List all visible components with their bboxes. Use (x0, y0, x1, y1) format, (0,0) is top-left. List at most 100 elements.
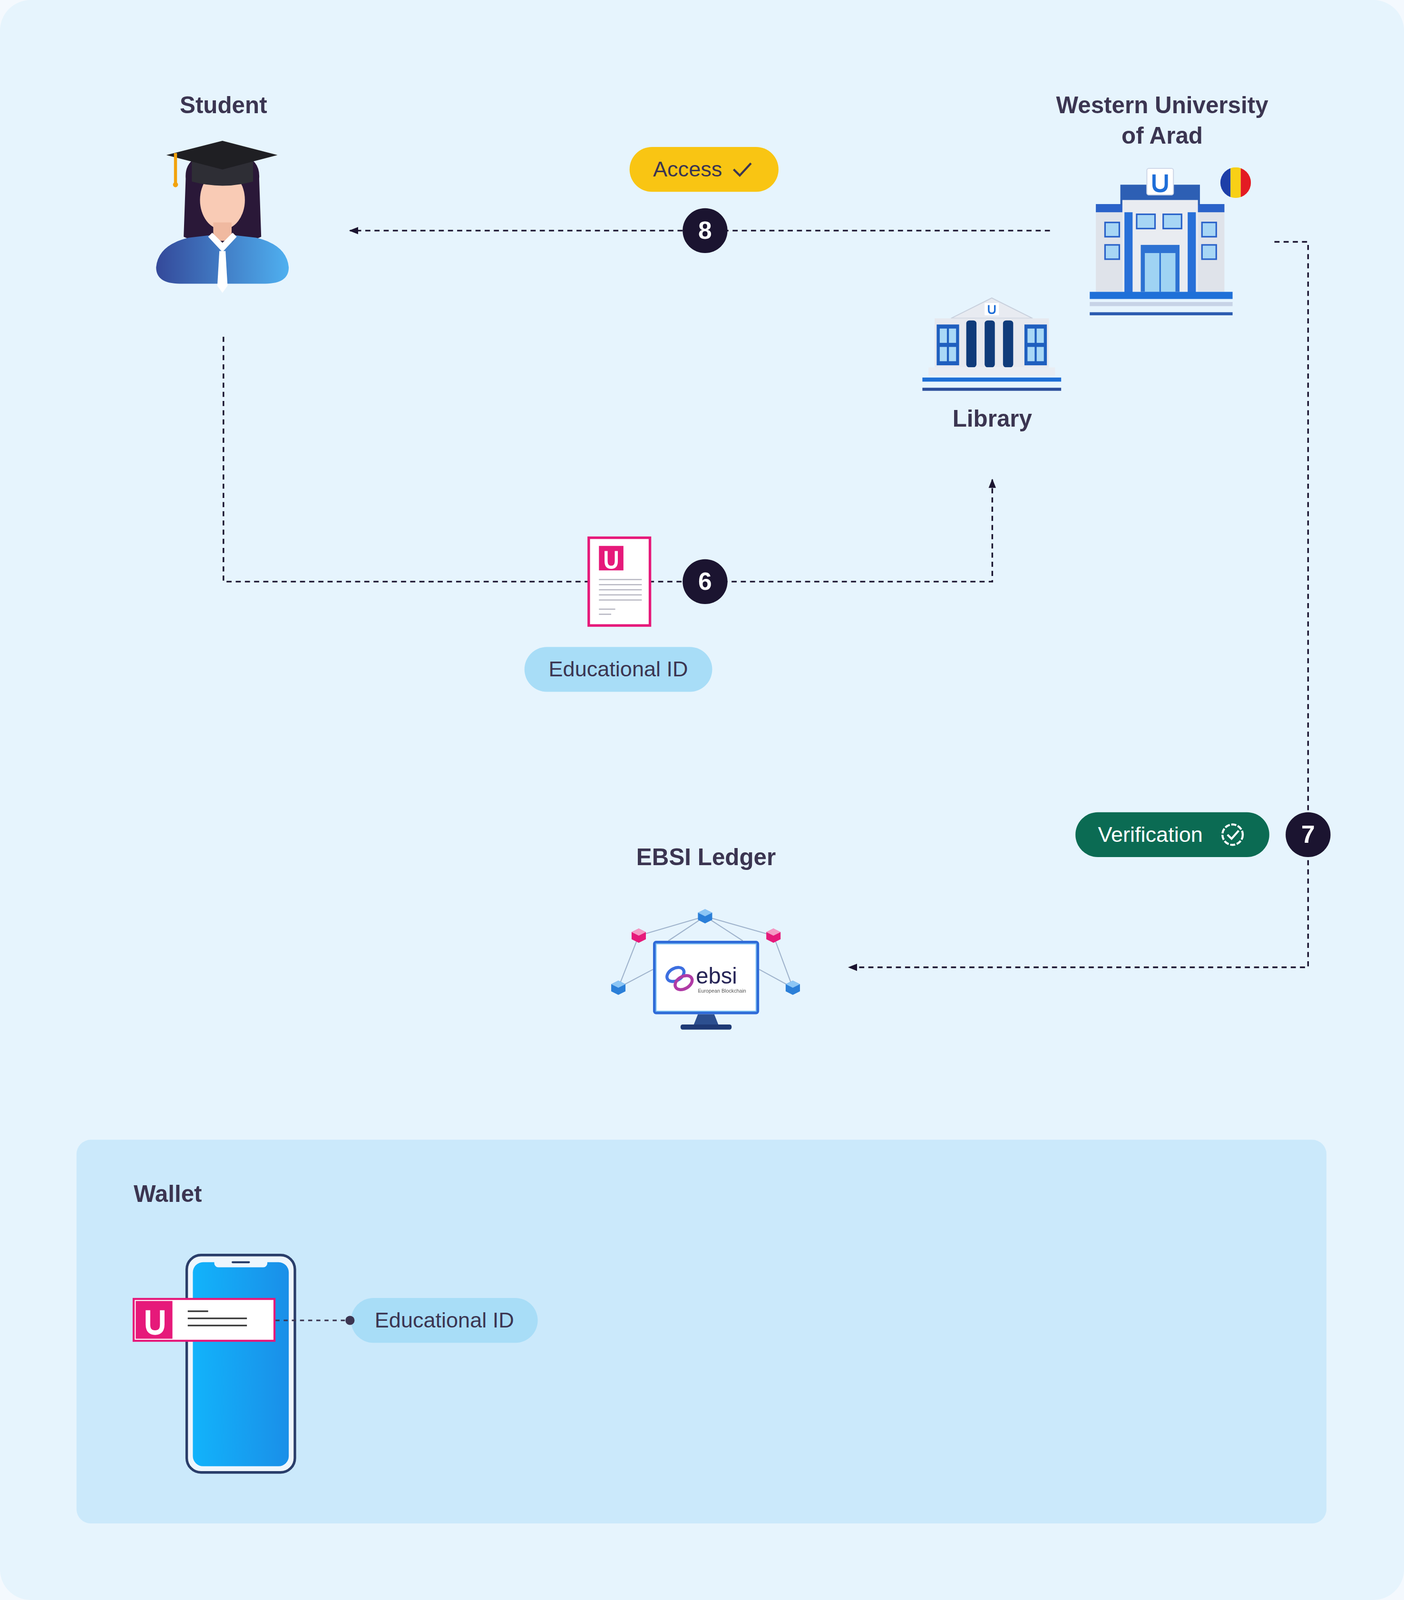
university-building (1201, 222, 1217, 237)
university-building (1146, 168, 1174, 195)
node-heading: Wallet (133, 1178, 1327, 1209)
document-icon (598, 589, 642, 591)
romanian-flag (1240, 167, 1251, 198)
document-icon (598, 579, 642, 615)
blockchain-network (759, 969, 793, 988)
blockchain-network (611, 980, 626, 995)
document-icon (598, 578, 642, 581)
university-building (1089, 292, 1233, 300)
blockchain-network (704, 916, 743, 941)
university-building (1159, 253, 1161, 293)
library-building (922, 387, 1062, 391)
student-illustration (156, 140, 289, 293)
romanian-flag (1220, 167, 1251, 198)
student-illustration (199, 170, 245, 230)
ledger-monitor (693, 1014, 719, 1024)
blockchain-network (766, 928, 781, 936)
library-building (939, 328, 947, 343)
university-building (1187, 212, 1196, 294)
student-node: Student (97, 89, 351, 337)
node-heading: Student (97, 89, 351, 121)
romanian-flag (1220, 167, 1251, 198)
logo-text: ebsi (695, 964, 738, 989)
credential-pill: Educational ID (351, 1297, 538, 1343)
node-heading: Library (918, 402, 1067, 434)
blockchain-network (697, 909, 712, 917)
student-illustration (217, 251, 228, 293)
blockchain-network (785, 980, 800, 995)
student-illustration (194, 163, 252, 184)
library-building (936, 324, 959, 366)
blockchain-network (697, 909, 712, 924)
node-heading: EBSI Ledger (563, 841, 849, 873)
university-building (1104, 222, 1120, 237)
library-building (1024, 324, 1047, 366)
student-illustration (156, 234, 289, 284)
library-node: Library (918, 295, 1067, 480)
university-building (1163, 214, 1182, 229)
blockchain-network (618, 935, 639, 988)
blockchain-network (611, 980, 626, 988)
library-building (922, 377, 1062, 382)
node-heading: Western University of Arad (1050, 89, 1275, 152)
university-building (1124, 212, 1133, 294)
student-illustration (174, 153, 177, 184)
step-label-pill: Verification (1075, 812, 1270, 858)
blockchain-network (618, 969, 654, 988)
university-building (1089, 312, 1233, 315)
romanian-flag (1230, 167, 1241, 198)
student-illustration (183, 151, 262, 244)
step-label-pill: Educational ID (524, 646, 713, 692)
ledger-monitor (655, 943, 756, 1012)
library-building (934, 318, 1049, 368)
callout-number: 7 (1285, 812, 1331, 858)
document-icon (598, 599, 642, 601)
university-building (1104, 244, 1120, 260)
university-building (1089, 168, 1233, 316)
pill-text: Educational ID (351, 1297, 538, 1343)
wallet-band: WalletEducational ID (76, 1139, 1327, 1524)
document-icon (588, 537, 651, 626)
library-building (1036, 346, 1044, 361)
university-building (1140, 244, 1180, 293)
student-illustration (213, 222, 232, 242)
library-building (950, 297, 1033, 319)
library-building (984, 320, 995, 368)
university-building (1136, 214, 1156, 229)
library-building (948, 328, 956, 343)
university-building (1095, 204, 1225, 293)
callout-number: 6 (682, 559, 728, 605)
blockchain-network (631, 928, 646, 943)
ledger-monitor (680, 1024, 732, 1030)
ledger-monitor (664, 964, 687, 985)
dashed-connector (223, 336, 993, 582)
step-label-pill: Access (629, 146, 779, 192)
document-icon (598, 608, 615, 610)
library-building (1036, 328, 1044, 343)
ledger-monitor (672, 972, 695, 993)
library-building (1027, 328, 1035, 343)
ledger-node: EBSI Ledger (563, 841, 849, 1033)
callout-number: 8 (682, 208, 728, 254)
library-building (922, 297, 1062, 391)
student-illustration (173, 182, 179, 188)
dashed-connector (848, 241, 1308, 967)
university-building (1120, 184, 1200, 205)
student-illustration (208, 232, 237, 253)
student-illustration (191, 161, 254, 186)
library-building (939, 346, 947, 361)
blockchain-network (611, 909, 800, 995)
document-icon (598, 584, 642, 586)
library-building (984, 302, 999, 316)
library-building (1003, 320, 1014, 368)
library-building (928, 367, 1055, 376)
library-building (948, 346, 956, 361)
ledger-monitor (653, 940, 760, 1014)
university-building (1201, 244, 1217, 260)
document-icon (605, 550, 616, 567)
document-icon (588, 537, 651, 626)
blockchain-network (785, 980, 800, 988)
blockchain-network (704, 916, 774, 936)
